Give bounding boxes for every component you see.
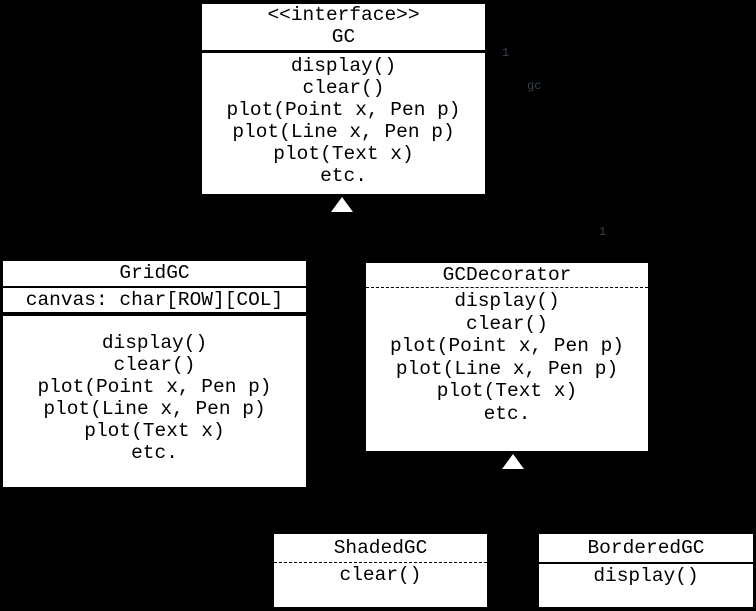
compartment-divider (3, 312, 306, 316)
association-multiplicity-label: 1 (502, 46, 510, 60)
method-item: clear() (339, 564, 422, 586)
method-item: etc. (483, 402, 531, 425)
inheritance-arrowhead-gcdecorator (502, 454, 524, 469)
compartment-divider (366, 287, 648, 288)
method-item: etc. (131, 442, 178, 464)
method-item: display() (290, 55, 397, 77)
method-item: display() (101, 332, 208, 354)
method-item: clear() (302, 77, 385, 99)
method-item: plot(Line x, Pen p) (395, 357, 619, 380)
method-item: plot(Point x, Pen p) (389, 335, 625, 357)
method-item: plot(Text x) (273, 143, 414, 165)
compartment-divider (202, 50, 485, 53)
class-box-shadedgc: ShadedGC clear() (273, 533, 488, 608)
method-item: plot(Line x, Pen p) (43, 398, 266, 420)
method-item: plot(Point x, Pen p) (226, 99, 461, 121)
method-item: etc. (320, 165, 367, 187)
method-item: clear() (113, 354, 196, 376)
method-item: plot(Point x, Pen p) (37, 376, 272, 398)
methods-compartment-gc: display() clear() plot(Point x, Pen p) p… (202, 53, 485, 187)
method-item: display() (454, 290, 560, 312)
class-name-shadedgc: ShadedGC (333, 537, 428, 559)
class-box-gc: <<interface>> GC display() clear() plot(… (201, 3, 486, 195)
compartment-divider (3, 286, 306, 288)
compartment-divider (539, 562, 753, 564)
method-item: plot(Line x, Pen p) (232, 121, 455, 143)
compartment-divider (274, 562, 487, 563)
class-box-borderedgc: BorderedGC display() (538, 533, 754, 608)
method-item: plot(Text x) (436, 380, 578, 402)
class-box-gridgc: GridGC canvas: char[ROW][COL] display() … (2, 260, 307, 488)
class-box-gcdecorator: GCDecorator display() clear() plot(Point… (365, 262, 649, 452)
association-role-label: gc (527, 79, 542, 93)
spacer (3, 316, 306, 332)
inheritance-arrowhead-gc (331, 197, 353, 212)
method-item: display() (593, 565, 699, 587)
class-name-borderedgc: BorderedGC (587, 537, 705, 559)
stereotype-label: <<interface>> (267, 4, 420, 26)
methods-compartment-gridgc: display() clear() plot(Point x, Pen p) p… (3, 332, 306, 464)
association-multiplicity-label: 1 (599, 225, 607, 239)
attribute-item: canvas: char[ROW][COL] (25, 289, 284, 311)
class-name-gcdecorator: GCDecorator (442, 264, 572, 286)
class-name-gridgc: GridGC (119, 262, 190, 284)
method-item: plot(Text x) (84, 420, 225, 442)
class-name-gc: GC (331, 26, 356, 48)
method-item: clear() (466, 312, 548, 335)
methods-compartment-gcdecorator: display() clear() plot(Point x, Pen p) p… (366, 290, 648, 425)
